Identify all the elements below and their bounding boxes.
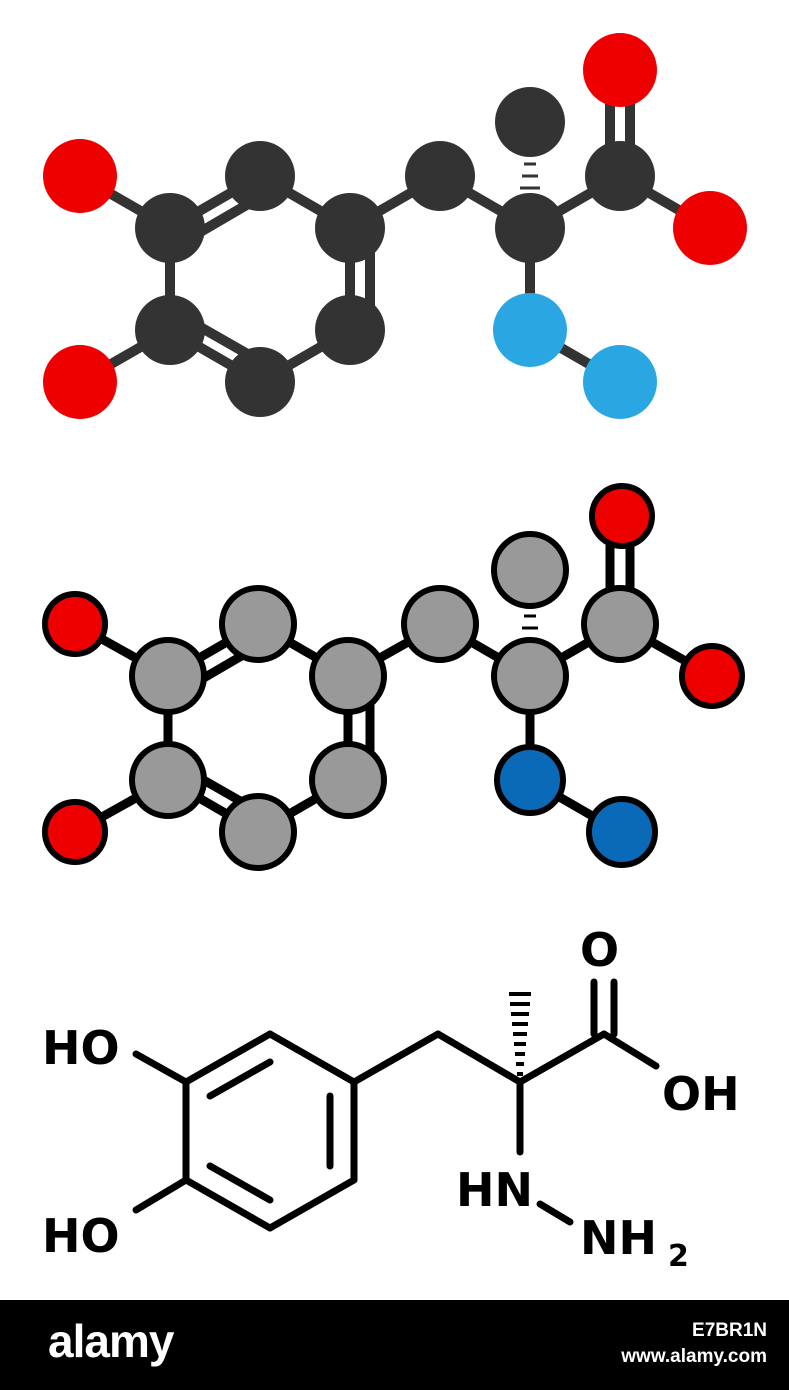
atom-carbon (491, 531, 569, 609)
atom-oxygen (43, 139, 117, 213)
atom-carbon (309, 637, 387, 715)
structural-formula: HO HO O OH HN NH 2 (42, 923, 740, 1274)
atom-carbon (309, 741, 387, 819)
footer-brand: alamy (48, 1315, 174, 1367)
atom-carbon (315, 193, 385, 263)
atom-carbon (219, 793, 297, 871)
atom-carbon (585, 141, 655, 211)
atom-oxygen (679, 643, 745, 709)
molecule-illustration: HO HO O OH HN NH 2 (42, 33, 747, 1274)
atom-oxygen (43, 345, 117, 419)
atom-oxygen (589, 483, 655, 549)
atom-carbon (315, 295, 385, 365)
label-nh-subscript: 2 (668, 1239, 689, 1274)
model-flat-atoms (43, 33, 747, 419)
atom-nitrogen (493, 293, 567, 367)
atom-oxygen (42, 591, 108, 657)
model-flat-colored (43, 33, 747, 419)
atom-nitrogen (494, 744, 566, 816)
model-outlined-atoms (42, 483, 745, 871)
atom-carbon (495, 87, 565, 157)
label-ho-top: HO (42, 1021, 120, 1075)
label-nh: NH (580, 1211, 657, 1265)
atom-carbon (405, 141, 475, 211)
atom-carbon (135, 295, 205, 365)
label-o-carbonyl: O (580, 923, 619, 977)
atom-nitrogen (583, 345, 657, 419)
label-oh-acid: OH (662, 1067, 740, 1121)
structural-bonds (132, 978, 660, 1232)
structural-labels: HO HO O OH HN NH 2 (42, 923, 740, 1274)
atom-oxygen (673, 191, 747, 265)
label-hn: HN (456, 1163, 533, 1217)
atom-carbon (581, 585, 659, 663)
footer-image-id: E7BR1N (692, 1320, 767, 1341)
atom-carbon (225, 141, 295, 211)
structural-stereo-hash (509, 992, 531, 1076)
atom-carbon (129, 637, 207, 715)
atom-oxygen (42, 799, 108, 865)
label-ho-bottom: HO (42, 1209, 120, 1263)
atom-carbon (225, 347, 295, 417)
model-outlined (42, 483, 745, 871)
atom-carbon (219, 585, 297, 663)
atom-oxygen (583, 33, 657, 107)
footer-site: www.alamy.com (621, 1346, 767, 1367)
atom-carbon (495, 193, 565, 263)
atom-carbon (135, 193, 205, 263)
atom-carbon (491, 637, 569, 715)
atom-nitrogen (586, 796, 658, 868)
watermark-footer: alamy E7BR1N www.alamy.com (0, 1300, 789, 1390)
atom-carbon (129, 741, 207, 819)
atom-carbon (401, 585, 479, 663)
